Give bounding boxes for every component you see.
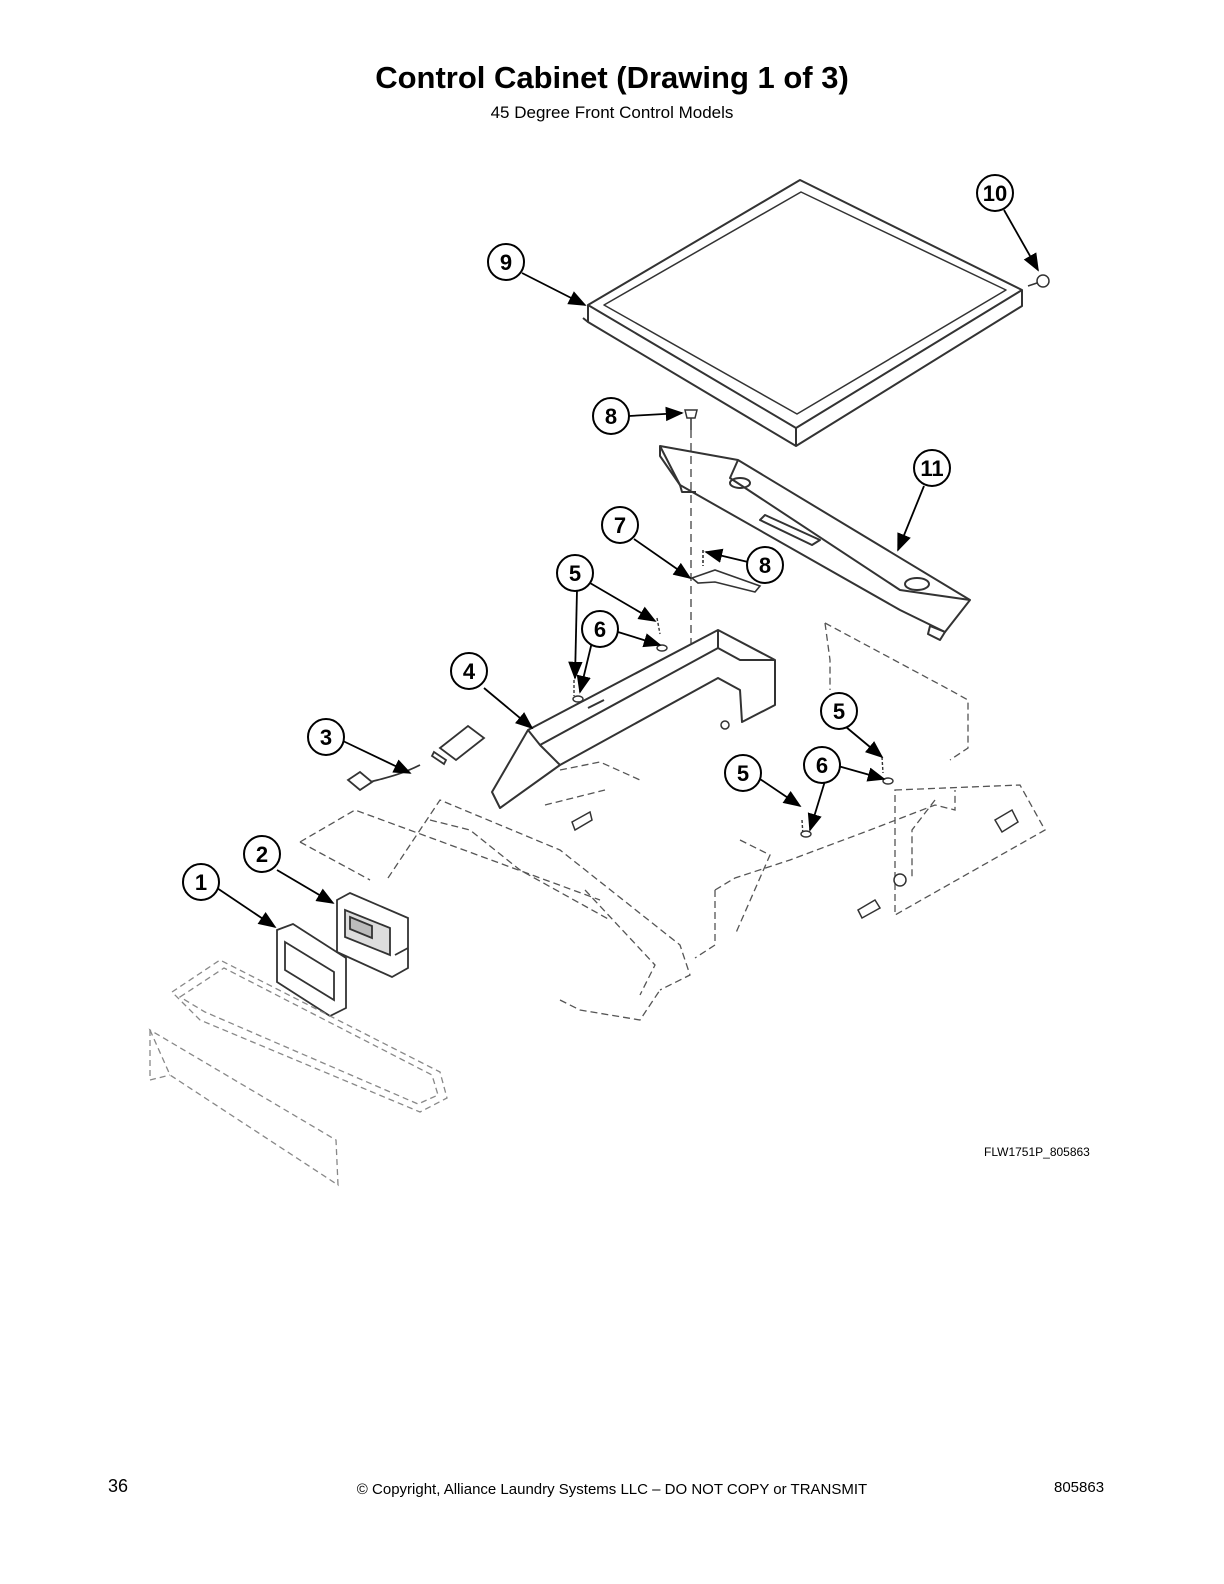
svg-text:11: 11	[920, 456, 943, 481]
callout-9: 9	[487, 243, 525, 281]
leader-arrows	[216, 209, 1039, 929]
svg-text:3: 3	[320, 725, 332, 750]
svg-text:2: 2	[256, 842, 268, 867]
drawing-id: FLW1751P_805863	[984, 1145, 1090, 1159]
callout-5-right-lower: 5	[724, 754, 762, 792]
svg-text:5: 5	[833, 699, 845, 724]
screw-part-10	[1027, 274, 1050, 288]
callout-6-right: 6	[803, 746, 841, 784]
document-number: 805863	[1054, 1479, 1105, 1496]
bezel-frame-part	[276, 922, 347, 1018]
svg-text:9: 9	[500, 250, 512, 275]
callout-8: 8	[592, 397, 630, 435]
svg-text:5: 5	[569, 561, 581, 586]
callout-2: 2	[243, 835, 281, 873]
callout-8-lower: 8	[746, 546, 784, 584]
callout-5-right-upper: 5	[820, 692, 858, 730]
callout-7: 7	[601, 506, 639, 544]
control-board-part	[336, 892, 409, 979]
page-subtitle: 45 Degree Front Control Models	[490, 103, 734, 122]
svg-text:5: 5	[737, 761, 749, 786]
svg-text:6: 6	[594, 617, 606, 642]
callout-10: 10	[976, 174, 1014, 212]
callout-4: 4	[450, 652, 488, 690]
bolt-part-8	[684, 409, 698, 430]
svg-text:10: 10	[983, 181, 1007, 206]
page-title: Control Cabinet (Drawing 1 of 3)	[375, 60, 849, 95]
svg-text:4: 4	[463, 659, 476, 684]
svg-text:8: 8	[605, 404, 617, 429]
callout-3: 3	[307, 718, 345, 756]
top-panel-part	[582, 179, 1023, 447]
svg-text:1: 1	[195, 870, 207, 895]
callout-11: 11	[913, 449, 951, 487]
wire-harness-part	[346, 724, 486, 792]
callout-5: 5	[556, 554, 594, 592]
page-number: 36	[108, 1476, 129, 1496]
rail-bracket-part	[491, 629, 776, 809]
copyright-notice: © Copyright, Alliance Laundry Systems LL…	[356, 1481, 868, 1498]
svg-text:7: 7	[614, 513, 626, 538]
control-bracket-part	[659, 445, 971, 641]
cabinet-phantom-outline	[299, 622, 1046, 1021]
connector-parts	[571, 720, 1019, 920]
small-bracket-part	[690, 550, 762, 593]
svg-text:8: 8	[759, 553, 771, 578]
svg-text:6: 6	[816, 753, 828, 778]
callout-1: 1	[182, 863, 220, 901]
callout-6: 6	[581, 610, 619, 648]
front-console-phantom	[148, 959, 448, 1187]
